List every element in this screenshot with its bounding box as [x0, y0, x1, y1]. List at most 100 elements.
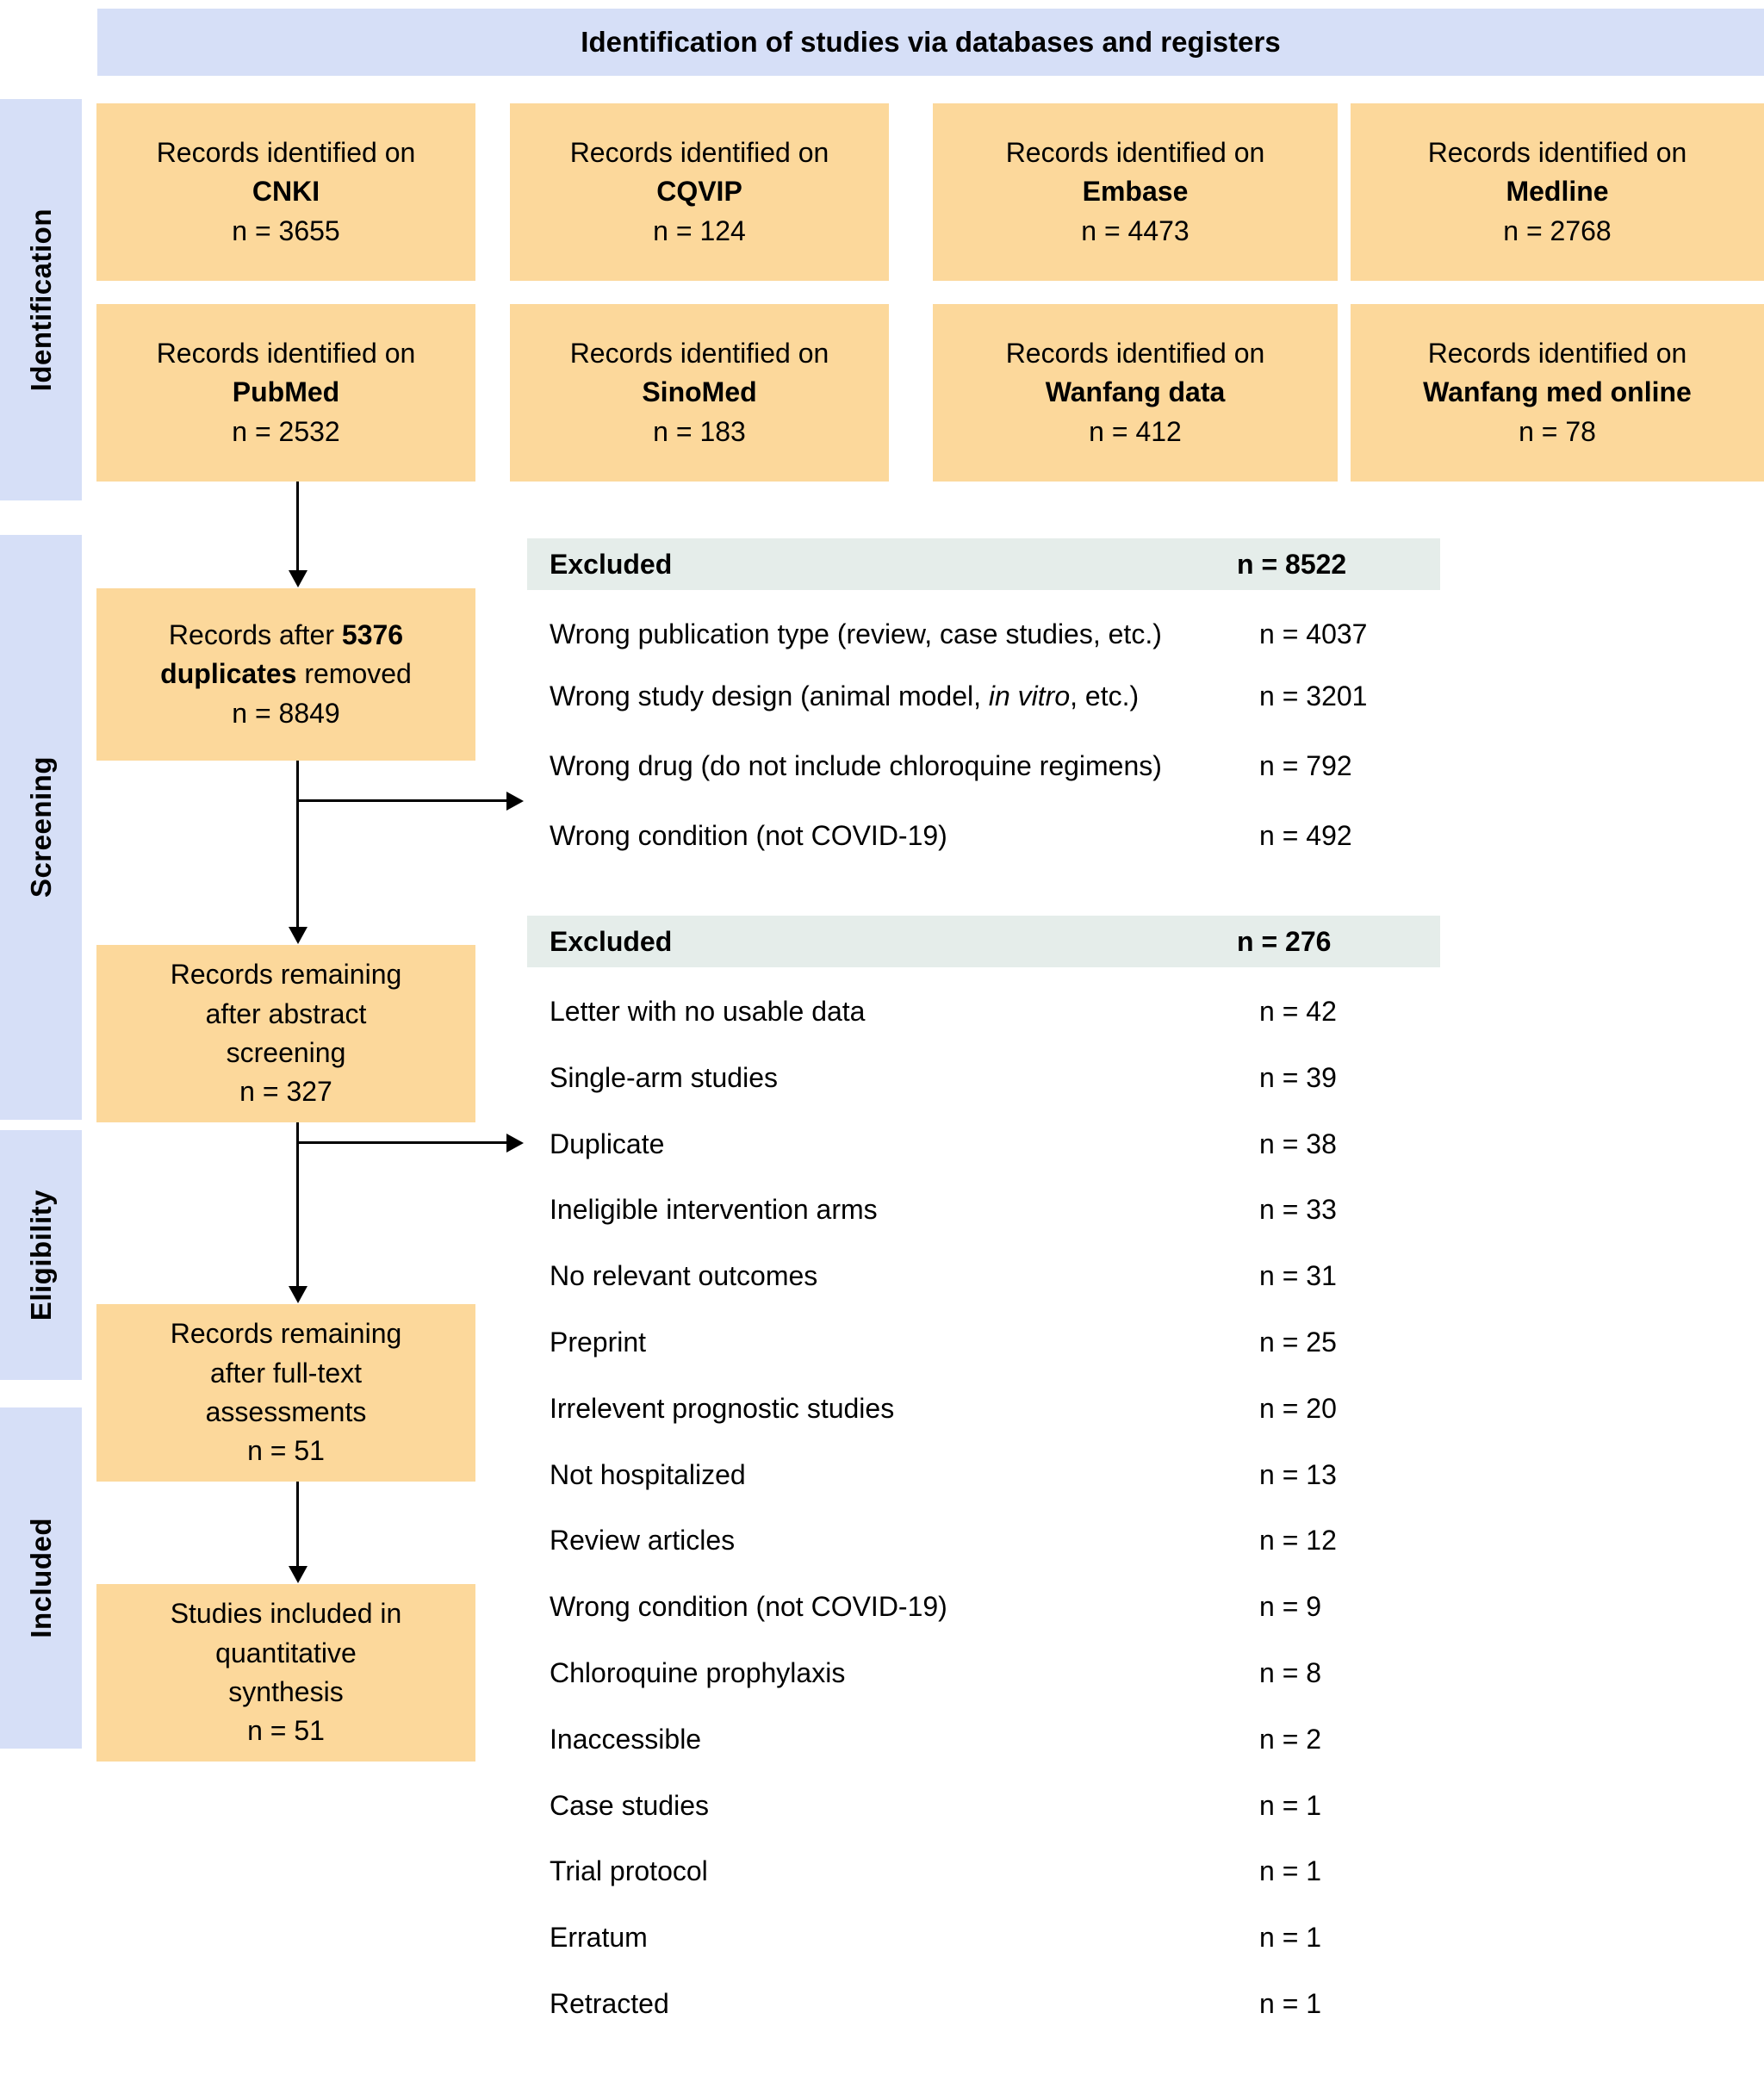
excluded-row-label: Inaccessible [550, 1723, 702, 1755]
source-name: CNKI [252, 176, 320, 208]
connector-branch-to-excluded-screening [296, 799, 507, 802]
included-line1: Studies included in [170, 1598, 402, 1630]
excluded-fulltext-row: Irrelevent prognostic studies n = 20 [527, 1389, 1440, 1428]
source-prefix: Records identified on [569, 136, 829, 168]
source-name: Wanfang data [1045, 376, 1226, 408]
fulltext-n: n = 51 [247, 1435, 325, 1467]
excluded-fulltext-header-count: n = 276 [1237, 925, 1332, 957]
connector-arrow-fulltext [289, 1286, 307, 1303]
excluded-screening-row: Wrong drug (do not include chloroquine r… [527, 746, 1440, 786]
excluded-row-count: n = 20 [1259, 1392, 1337, 1424]
source-prefix: Records identified on [1005, 136, 1265, 168]
source-name: Medline [1506, 176, 1609, 208]
source-prefix: Records identified on [156, 136, 416, 168]
excluded-row-label: Review articles [550, 1524, 736, 1556]
stage-label-identification: Identification [25, 208, 57, 392]
excluded-row-label: Wrong condition (not COVID-19) [550, 819, 947, 851]
abstract-line2: after abstract [205, 997, 367, 1029]
excluded-screening-row: Wrong publication type (review, case stu… [527, 614, 1440, 654]
excluded-row-count: n = 13 [1259, 1458, 1337, 1490]
source-name: Wanfang med online [1423, 376, 1692, 408]
excluded-row-label: Irrelevent prognostic studies [550, 1392, 895, 1424]
source-box-cnki: Records identified on CNKI n = 3655 [96, 103, 475, 281]
excluded-row-count: n = 792 [1259, 749, 1352, 781]
stage-rail-included: Included [0, 1407, 82, 1749]
fulltext-line3: assessments [205, 1396, 367, 1427]
included-line2: quantitative [215, 1637, 357, 1668]
source-count: n = 2532 [232, 415, 340, 447]
source-name: CQVIP [656, 176, 742, 208]
duplicates-count-inline: 5376 [341, 618, 404, 650]
excluded-screening-header-count: n = 8522 [1237, 548, 1347, 580]
excluded-row-label: Case studies [550, 1789, 709, 1821]
excluded-row-count: n = 4037 [1259, 618, 1368, 649]
source-box-cqvip: Records identified on CQVIP n = 124 [510, 103, 889, 281]
excluded-row-count: n = 12 [1259, 1524, 1337, 1556]
connector-line-to-included [296, 1482, 299, 1572]
source-name: Embase [1082, 176, 1189, 208]
excluded-row-label: Wrong condition (not COVID-19) [550, 1590, 947, 1622]
excluded-row-count: n = 3201 [1259, 680, 1368, 711]
source-box-embase: Records identified on Embase n = 4473 [933, 103, 1338, 281]
source-count: n = 2768 [1503, 214, 1612, 246]
duplicates-line1-a: Records after [168, 618, 342, 650]
excluded-row-count: n = 8 [1259, 1656, 1322, 1688]
excluded-row-label: Single-arm studies [550, 1061, 778, 1093]
diagram-banner: Identification of studies via databases … [97, 9, 1764, 76]
excluded-fulltext-row: Retracted n = 1 [527, 1984, 1440, 2023]
excluded-row-label: No relevant outcomes [550, 1259, 818, 1291]
excluded-row-label: Preprint [550, 1326, 647, 1358]
flow-box-abstract-screening: Records remaining after abstract screeni… [96, 945, 475, 1122]
included-n: n = 51 [247, 1715, 325, 1747]
excluded-screening-row: Wrong condition (not COVID-19) n = 492 [527, 816, 1440, 855]
stage-label-screening: Screening [25, 756, 57, 898]
excluded-row-label: Retracted [550, 1987, 669, 2019]
excluded-fulltext-row: No relevant outcomes n = 31 [527, 1256, 1440, 1296]
fulltext-line2: after full-text [209, 1357, 363, 1389]
excluded-row-count: n = 38 [1259, 1128, 1337, 1159]
connector-arrow-abstract-screening [289, 927, 307, 944]
flow-box-duplicates-removed: Records after 5376 duplicates removed n … [96, 588, 475, 761]
source-box-wanfang-med-online: Records identified on Wanfang med online… [1351, 304, 1764, 482]
excluded-fulltext-header: Excluded n = 276 [527, 916, 1440, 967]
connector-line-to-abstract-screening [296, 761, 299, 933]
abstract-n: n = 327 [239, 1076, 332, 1108]
excluded-row-count: n = 31 [1259, 1259, 1337, 1291]
excluded-row-count: n = 39 [1259, 1061, 1337, 1093]
source-count: n = 412 [1089, 415, 1182, 447]
flow-box-fulltext-assessments: Records remaining after full-text assess… [96, 1304, 475, 1482]
excluded-row-label: Not hospitalized [550, 1458, 746, 1490]
excluded-screening-header-label: Excluded [550, 548, 673, 580]
flow-box-studies-included: Studies included in quantitative synthes… [96, 1584, 475, 1762]
connector-arrow-to-included [289, 1566, 307, 1583]
excluded-row-label: Wrong drug (do not include chloroquine r… [550, 749, 1162, 781]
source-count: n = 4473 [1081, 214, 1189, 246]
excluded-row-count: n = 492 [1259, 819, 1352, 851]
excluded-row-label: Chloroquine prophylaxis [550, 1656, 846, 1688]
excluded-fulltext-row: Single-arm studies n = 39 [527, 1058, 1440, 1097]
excluded-row-label: Wrong study design (animal model, in vit… [550, 680, 1140, 711]
excluded-fulltext-row: Review articles n = 12 [527, 1520, 1440, 1560]
source-count: n = 183 [653, 415, 746, 447]
stage-label-included: Included [25, 1518, 57, 1638]
excluded-fulltext-row: Chloroquine prophylaxis n = 8 [527, 1653, 1440, 1693]
source-prefix: Records identified on [1005, 337, 1265, 369]
connector-arrow-to-duplicates [289, 570, 307, 587]
excluded-row-count: n = 1 [1259, 1987, 1322, 2019]
source-count: n = 124 [653, 214, 746, 246]
duplicates-n: n = 8849 [232, 697, 340, 729]
source-box-pubmed: Records identified on PubMed n = 2532 [96, 304, 475, 482]
source-name: SinoMed [642, 376, 757, 408]
excluded-row-count: n = 1 [1259, 1855, 1322, 1886]
excluded-row-label: Wrong publication type (review, case stu… [550, 618, 1162, 649]
excluded-row-count: n = 1 [1259, 1921, 1322, 1953]
included-line3: synthesis [228, 1676, 344, 1707]
connector-branch-to-excluded-fulltext [296, 1141, 507, 1144]
banner-title: Identification of studies via databases … [581, 26, 1281, 58]
